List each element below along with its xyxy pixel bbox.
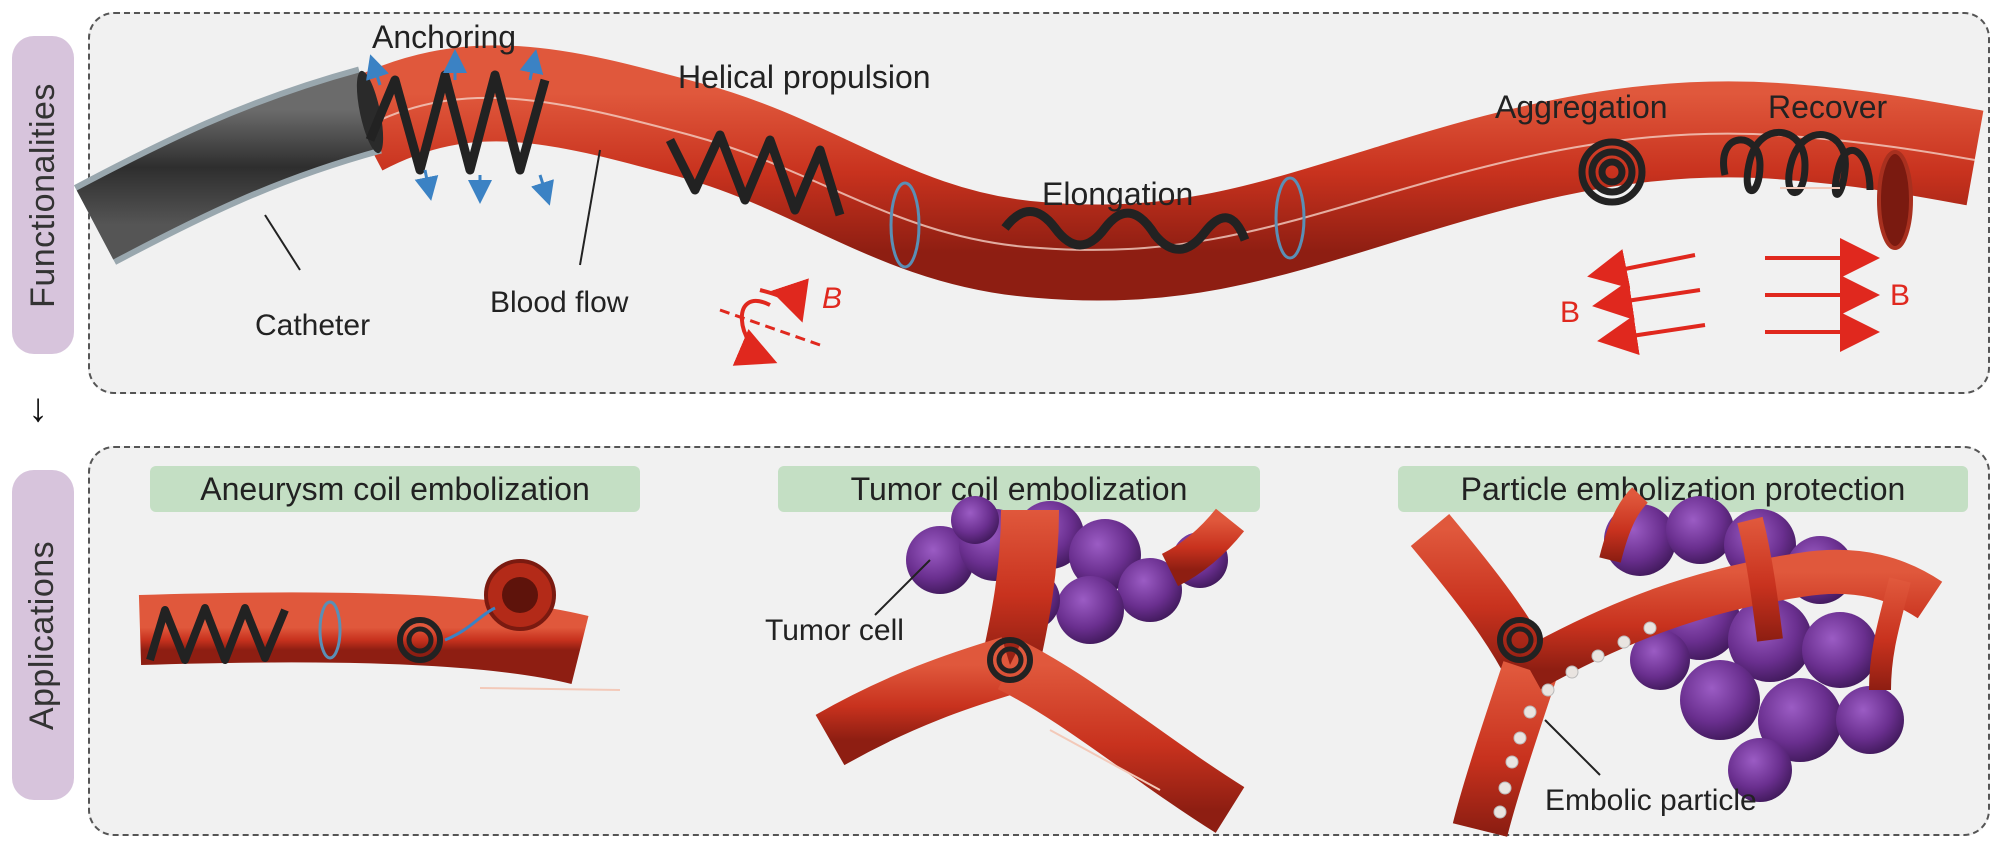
rotating-field-icon bbox=[719, 278, 821, 366]
vessel-opening bbox=[1877, 150, 1913, 250]
functionalities-side-label: Functionalities bbox=[12, 36, 74, 354]
label-elongation: Elongation bbox=[1042, 176, 1193, 212]
title-tumor-coil-embolization: Tumor coil embolization bbox=[778, 466, 1260, 512]
label-helical-propulsion: Helical propulsion bbox=[678, 59, 931, 95]
aggregation-coil bbox=[1578, 138, 1646, 206]
label-recover: Recover bbox=[1768, 89, 1888, 125]
embolic-particles bbox=[1493, 621, 1657, 819]
rotation-indicator-icon bbox=[1274, 176, 1306, 260]
aneurysm-scene bbox=[138, 559, 621, 691]
anchoring-arrows bbox=[366, 49, 554, 206]
label-tumor-cell: Tumor cell bbox=[765, 614, 904, 647]
protection-coil bbox=[1497, 617, 1543, 663]
label-anchoring: Anchoring bbox=[372, 19, 516, 55]
elongation-coil bbox=[1001, 207, 1250, 254]
blood-flow-pointer bbox=[579, 149, 601, 266]
particle-embolization-scene bbox=[1410, 487, 1943, 837]
label-catheter: Catheter bbox=[255, 309, 370, 342]
field-arrows-right bbox=[1765, 238, 1880, 352]
tumor-cell-pointer bbox=[874, 559, 931, 616]
tumor-coil-scene bbox=[815, 496, 1245, 833]
embolic-particle-pointer bbox=[1544, 719, 1601, 776]
field-arrows-left bbox=[1587, 249, 1706, 356]
recover-coil bbox=[1720, 129, 1874, 198]
tumor-coil bbox=[987, 637, 1033, 683]
label-aggregation: Aggregation bbox=[1495, 89, 1668, 125]
label-blood-flow: Blood flow bbox=[490, 286, 629, 319]
aneurysm-helical-coil bbox=[146, 604, 289, 664]
label-field-right-b: B bbox=[1890, 279, 1910, 312]
rotation-indicator-icon bbox=[889, 181, 921, 269]
aneurysm-aggregated-coil bbox=[397, 617, 443, 663]
title-aneurysm-coil-embolization: Aneurysm coil embolization bbox=[150, 466, 640, 512]
applications-side-label: Applications bbox=[12, 470, 74, 800]
rotation-indicator-icon bbox=[318, 600, 342, 660]
down-arrow-icon: ↓ bbox=[28, 386, 48, 430]
anchoring-coil bbox=[365, 70, 550, 175]
helical-propulsion-coil bbox=[665, 130, 845, 217]
label-embolic-particle: Embolic particle bbox=[1545, 784, 1757, 817]
label-field-left-b: B bbox=[1560, 296, 1580, 329]
catheter-pointer bbox=[264, 214, 301, 271]
label-rotating-field-b: B bbox=[822, 282, 842, 315]
